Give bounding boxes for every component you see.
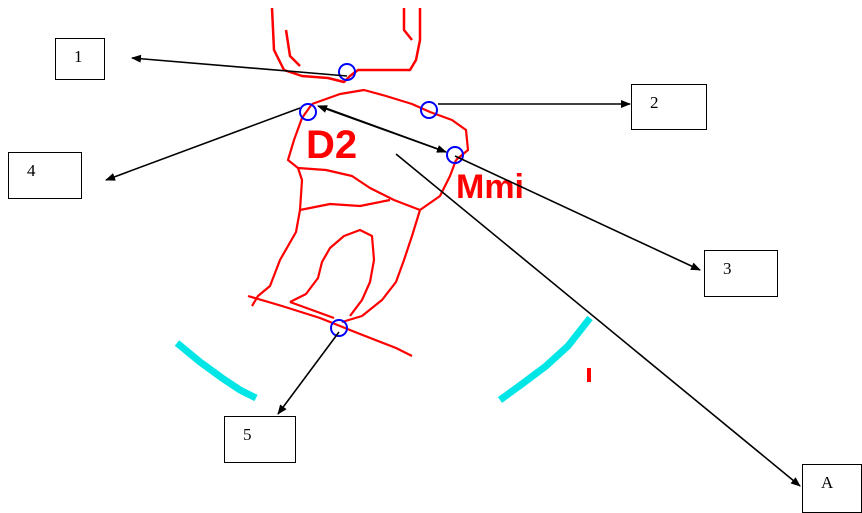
label-box-5: 5 [224,416,296,463]
label-4-text: 4 [27,161,36,180]
landmark-points [299,63,464,337]
label-1-text: 1 [74,47,83,66]
arrow-to-label-3 [454,155,701,271]
arrows [105,54,801,487]
side-label: Mmi [456,168,524,206]
label-a-text: A [821,473,834,492]
label-box-2: 2 [631,84,707,130]
arrow-to-label-A [395,153,801,487]
tooth-label: D2 [306,123,357,167]
label-box-3: 3 [704,250,778,297]
label-box-1: 1 [55,38,105,80]
label-box-4: 4 [8,152,82,199]
landmark-5 [330,319,348,337]
label-3-text: 3 [723,259,732,278]
red-tick-mark [587,368,591,382]
cyan-arc-left [174,340,258,402]
arrow-3-to-4 [317,105,447,153]
landmark-2 [420,101,438,119]
cyan-arc-right [497,315,593,403]
arrow-to-label-4 [105,107,301,181]
label-2-text: 2 [650,93,659,112]
arrow-to-label-5 [277,331,340,415]
arrow-to-label-1 [131,54,348,77]
landmark-4 [299,103,317,121]
label-5-text: 5 [243,425,252,444]
landmark-1 [338,63,356,81]
label-box-a: A [802,464,862,513]
lower-tooth-outline [247,88,470,357]
landmark-3 [446,146,464,164]
